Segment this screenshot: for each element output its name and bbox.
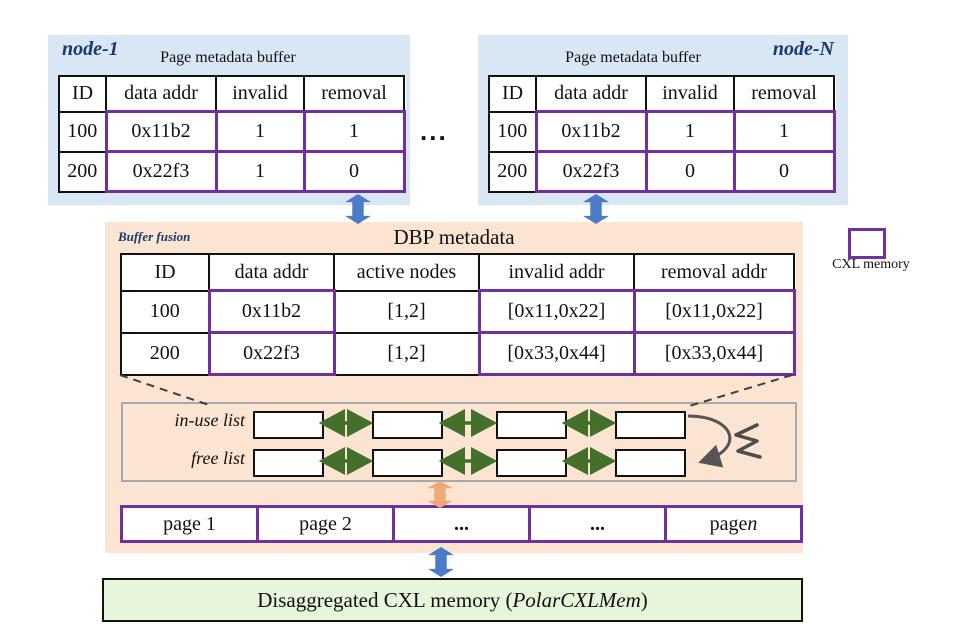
page-ellipsis: ...: [590, 512, 605, 535]
cell-data-addr: 0x11b2: [534, 110, 648, 153]
cxl-bar-text: ): [640, 587, 648, 612]
cell-data-addr: 0x11b2: [207, 289, 336, 334]
column-header: ID: [58, 75, 107, 113]
column-header: invalid: [215, 75, 305, 113]
nodeN-panel: node-N Page metadata buffer ID data addr…: [478, 35, 848, 205]
table-row: 200 0x22f3 1 0: [58, 150, 406, 193]
cell-removal-addr: [0x33,0x44]: [632, 331, 796, 376]
free-list-label: free list: [191, 448, 245, 468]
column-header: ID: [488, 75, 537, 113]
page-n-var: n: [747, 512, 758, 535]
cell-removal: 0: [302, 150, 406, 193]
column-header: active nodes: [333, 253, 480, 292]
page-label: page 2: [299, 512, 352, 535]
node1-table: ID data addr invalid removal 100 0x11b2 …: [58, 75, 406, 193]
dbp-table: ID data addr active nodes invalid addr r…: [120, 253, 796, 376]
list-container: [121, 402, 797, 482]
page-row: page 1 page 2 ... ... page n: [120, 505, 803, 543]
free-list-node: [496, 449, 567, 477]
cell-removal-addr: [0x11,0x22]: [632, 289, 796, 334]
table-row: 200 0x22f3 0 0: [488, 150, 836, 193]
inuse-list-node: [615, 411, 686, 439]
page-cell: page 2: [259, 508, 395, 540]
cell-invalid-addr: [0x33,0x44]: [477, 331, 636, 376]
cxl-memory-legend-swatch: [848, 228, 886, 259]
node1-buffer-title: Page metadata buffer: [160, 49, 296, 66]
table-row: 100 0x11b2 1 1: [58, 110, 406, 153]
cell-removal: 1: [302, 110, 406, 153]
table-row: 100 0x11b2 [1,2] [0x11,0x22] [0x11,0x22]: [120, 289, 796, 334]
cell-invalid: 1: [214, 150, 306, 193]
page-cell: ...: [395, 508, 531, 540]
dbp-panel: Buffer fusion DBP metadata ID data addr …: [105, 222, 803, 553]
cell-id: 200: [488, 150, 537, 193]
table-header-row: ID data addr invalid removal: [58, 75, 405, 113]
inuse-list-node: [372, 411, 443, 439]
cell-invalid: 1: [214, 110, 306, 153]
cell-data-addr: 0x22f3: [104, 150, 218, 193]
cell-id: 100: [120, 289, 210, 334]
cell-invalid: 1: [644, 110, 736, 153]
table-header-row: ID data addr invalid removal: [488, 75, 835, 113]
cell-invalid-addr: [0x11,0x22]: [477, 289, 636, 334]
cell-invalid: 0: [644, 150, 736, 193]
dbp-title: DBP metadata: [393, 225, 515, 249]
cell-active-nodes: [1,2]: [333, 331, 480, 376]
page-ellipsis: ...: [454, 512, 469, 535]
nodes-ellipsis: ...: [420, 116, 448, 146]
cell-id: 200: [120, 331, 210, 376]
node1-label: node-1: [62, 38, 119, 60]
nodeN-buffer-title: Page metadata buffer: [565, 49, 701, 66]
cell-data-addr: 0x11b2: [104, 110, 218, 153]
column-header: data addr: [208, 253, 335, 292]
table-row: 200 0x22f3 [1,2] [0x33,0x44] [0x33,0x44]: [120, 331, 796, 376]
inuse-list-label: in-use list: [174, 410, 246, 430]
page-label: page: [709, 512, 748, 535]
free-list-node: [615, 449, 686, 477]
table-header-row: ID data addr active nodes invalid addr r…: [120, 253, 795, 292]
cell-data-addr: 0x22f3: [207, 331, 336, 376]
cell-data-addr: 0x22f3: [534, 150, 648, 193]
cxl-memory-legend-label: CXL memory: [832, 257, 910, 272]
node1-panel: node-1 Page metadata buffer ID data addr…: [48, 35, 410, 205]
nodeN-table: ID data addr invalid removal 100 0x11b2 …: [488, 75, 836, 193]
column-header: removal: [303, 75, 405, 113]
cell-removal: 1: [732, 110, 836, 153]
column-header: ID: [120, 253, 210, 292]
page-cell: ...: [531, 508, 667, 540]
cell-id: 100: [58, 110, 107, 153]
page-label: page 1: [163, 512, 216, 535]
column-header: removal: [733, 75, 835, 113]
cxl-bar-text: Disaggregated CXL memory (: [257, 587, 513, 612]
column-header: removal addr: [633, 253, 795, 292]
table-row: 100 0x11b2 1 1: [488, 110, 836, 153]
disaggregated-cxl-memory-bar: Disaggregated CXL memory (PolarCXLMem): [102, 578, 803, 622]
cxl-bar-system-name: PolarCXLMem: [512, 587, 641, 612]
column-header: data addr: [105, 75, 217, 113]
nodeN-label: node-N: [772, 38, 834, 60]
inuse-list-node: [496, 411, 567, 439]
cell-id: 200: [58, 150, 107, 193]
free-list-node: [253, 449, 324, 477]
column-header: invalid addr: [478, 253, 635, 292]
cell-removal: 0: [732, 150, 836, 193]
page-cell: page 1: [123, 508, 259, 540]
cell-id: 100: [488, 110, 537, 153]
free-list-node: [372, 449, 443, 477]
buffer-fusion-label: Buffer fusion: [118, 229, 191, 244]
page-cell: page n: [667, 508, 800, 540]
cell-active-nodes: [1,2]: [333, 289, 480, 334]
column-header: invalid: [645, 75, 735, 113]
inuse-list-node: [253, 411, 324, 439]
column-header: data addr: [535, 75, 647, 113]
